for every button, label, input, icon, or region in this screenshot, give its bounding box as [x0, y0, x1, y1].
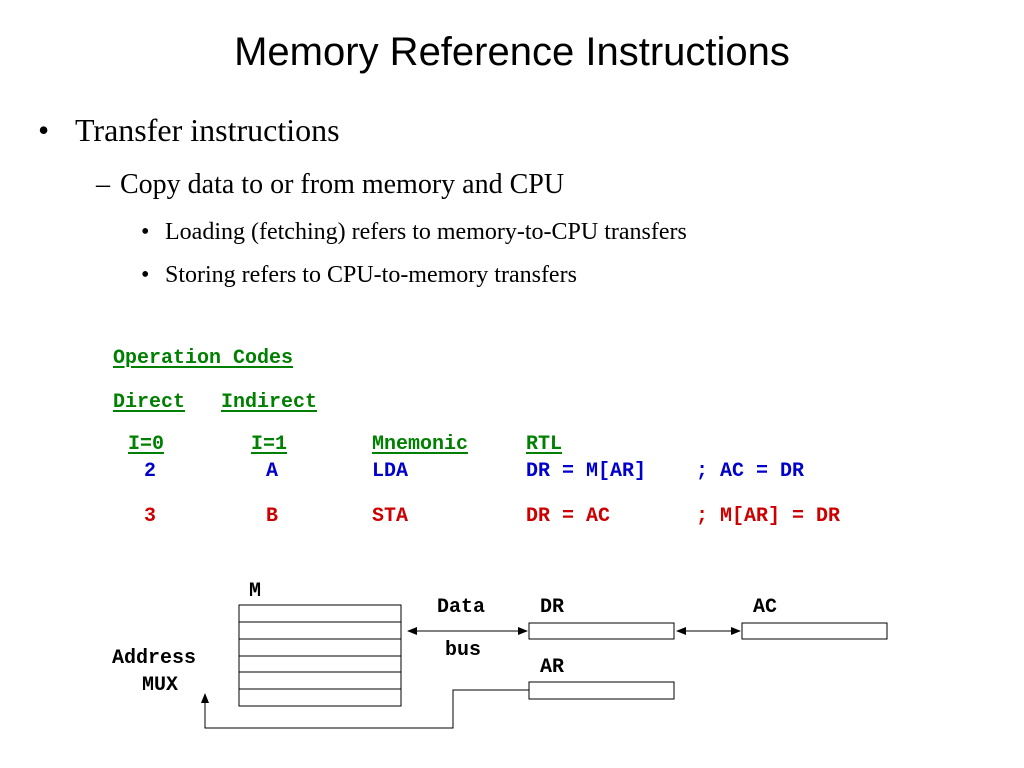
indirect-subheading: Indirect	[221, 391, 318, 414]
bus-label: bus	[445, 639, 482, 662]
column-header-rtl: RTL	[526, 433, 563, 456]
bullet-level2: Copy data to or from memory and CPU	[120, 169, 565, 200]
address-label: Address	[112, 647, 197, 670]
bullet-icon: •	[141, 219, 150, 245]
table-cell-indirect: B	[266, 505, 279, 528]
table-cell-rtl-comment: ; M[AR] = DR	[696, 505, 841, 528]
bullet-level1: Transfer instructions	[75, 112, 340, 148]
operation-codes-heading: Operation Codes	[113, 347, 294, 370]
table-cell-rtl-comment: ; AC = DR	[696, 460, 805, 483]
data-bus-label: Data	[437, 596, 486, 619]
memory-block	[238, 604, 402, 707]
bullet-level3-item: Storing refers to CPU-to-memory transfer…	[165, 262, 577, 288]
mux-label: MUX	[142, 674, 179, 697]
table-cell-direct: 3	[144, 505, 157, 528]
ac-register	[741, 622, 888, 640]
bullet-level3-item: Loading (fetching) refers to memory-to-C…	[165, 219, 687, 245]
column-header-i0: I=0	[128, 433, 165, 456]
table-cell-mnemonic: STA	[372, 505, 409, 528]
table-cell-indirect: A	[266, 460, 279, 483]
table-cell-direct: 2	[144, 460, 157, 483]
bullet-icon: •	[38, 112, 50, 148]
table-cell-rtl: DR = M[AR]	[526, 460, 647, 483]
ar-register	[528, 681, 675, 700]
table-cell-rtl: DR = AC	[526, 505, 611, 528]
dr-label: DR	[540, 596, 565, 619]
memory-label: M	[249, 580, 262, 603]
ac-label: AC	[753, 596, 778, 619]
slide-title: Memory Reference Instructions	[234, 30, 790, 74]
ar-label: AR	[540, 656, 565, 679]
table-cell-mnemonic: LDA	[372, 460, 409, 483]
dash-icon: –	[96, 169, 110, 200]
column-header-mnemonic: Mnemonic	[372, 433, 469, 456]
column-header-i1: I=1	[251, 433, 288, 456]
address-line-arrow	[201, 689, 529, 729]
dr-register	[528, 622, 675, 640]
direct-subheading: Direct	[113, 391, 186, 414]
bullet-icon: •	[141, 262, 150, 288]
